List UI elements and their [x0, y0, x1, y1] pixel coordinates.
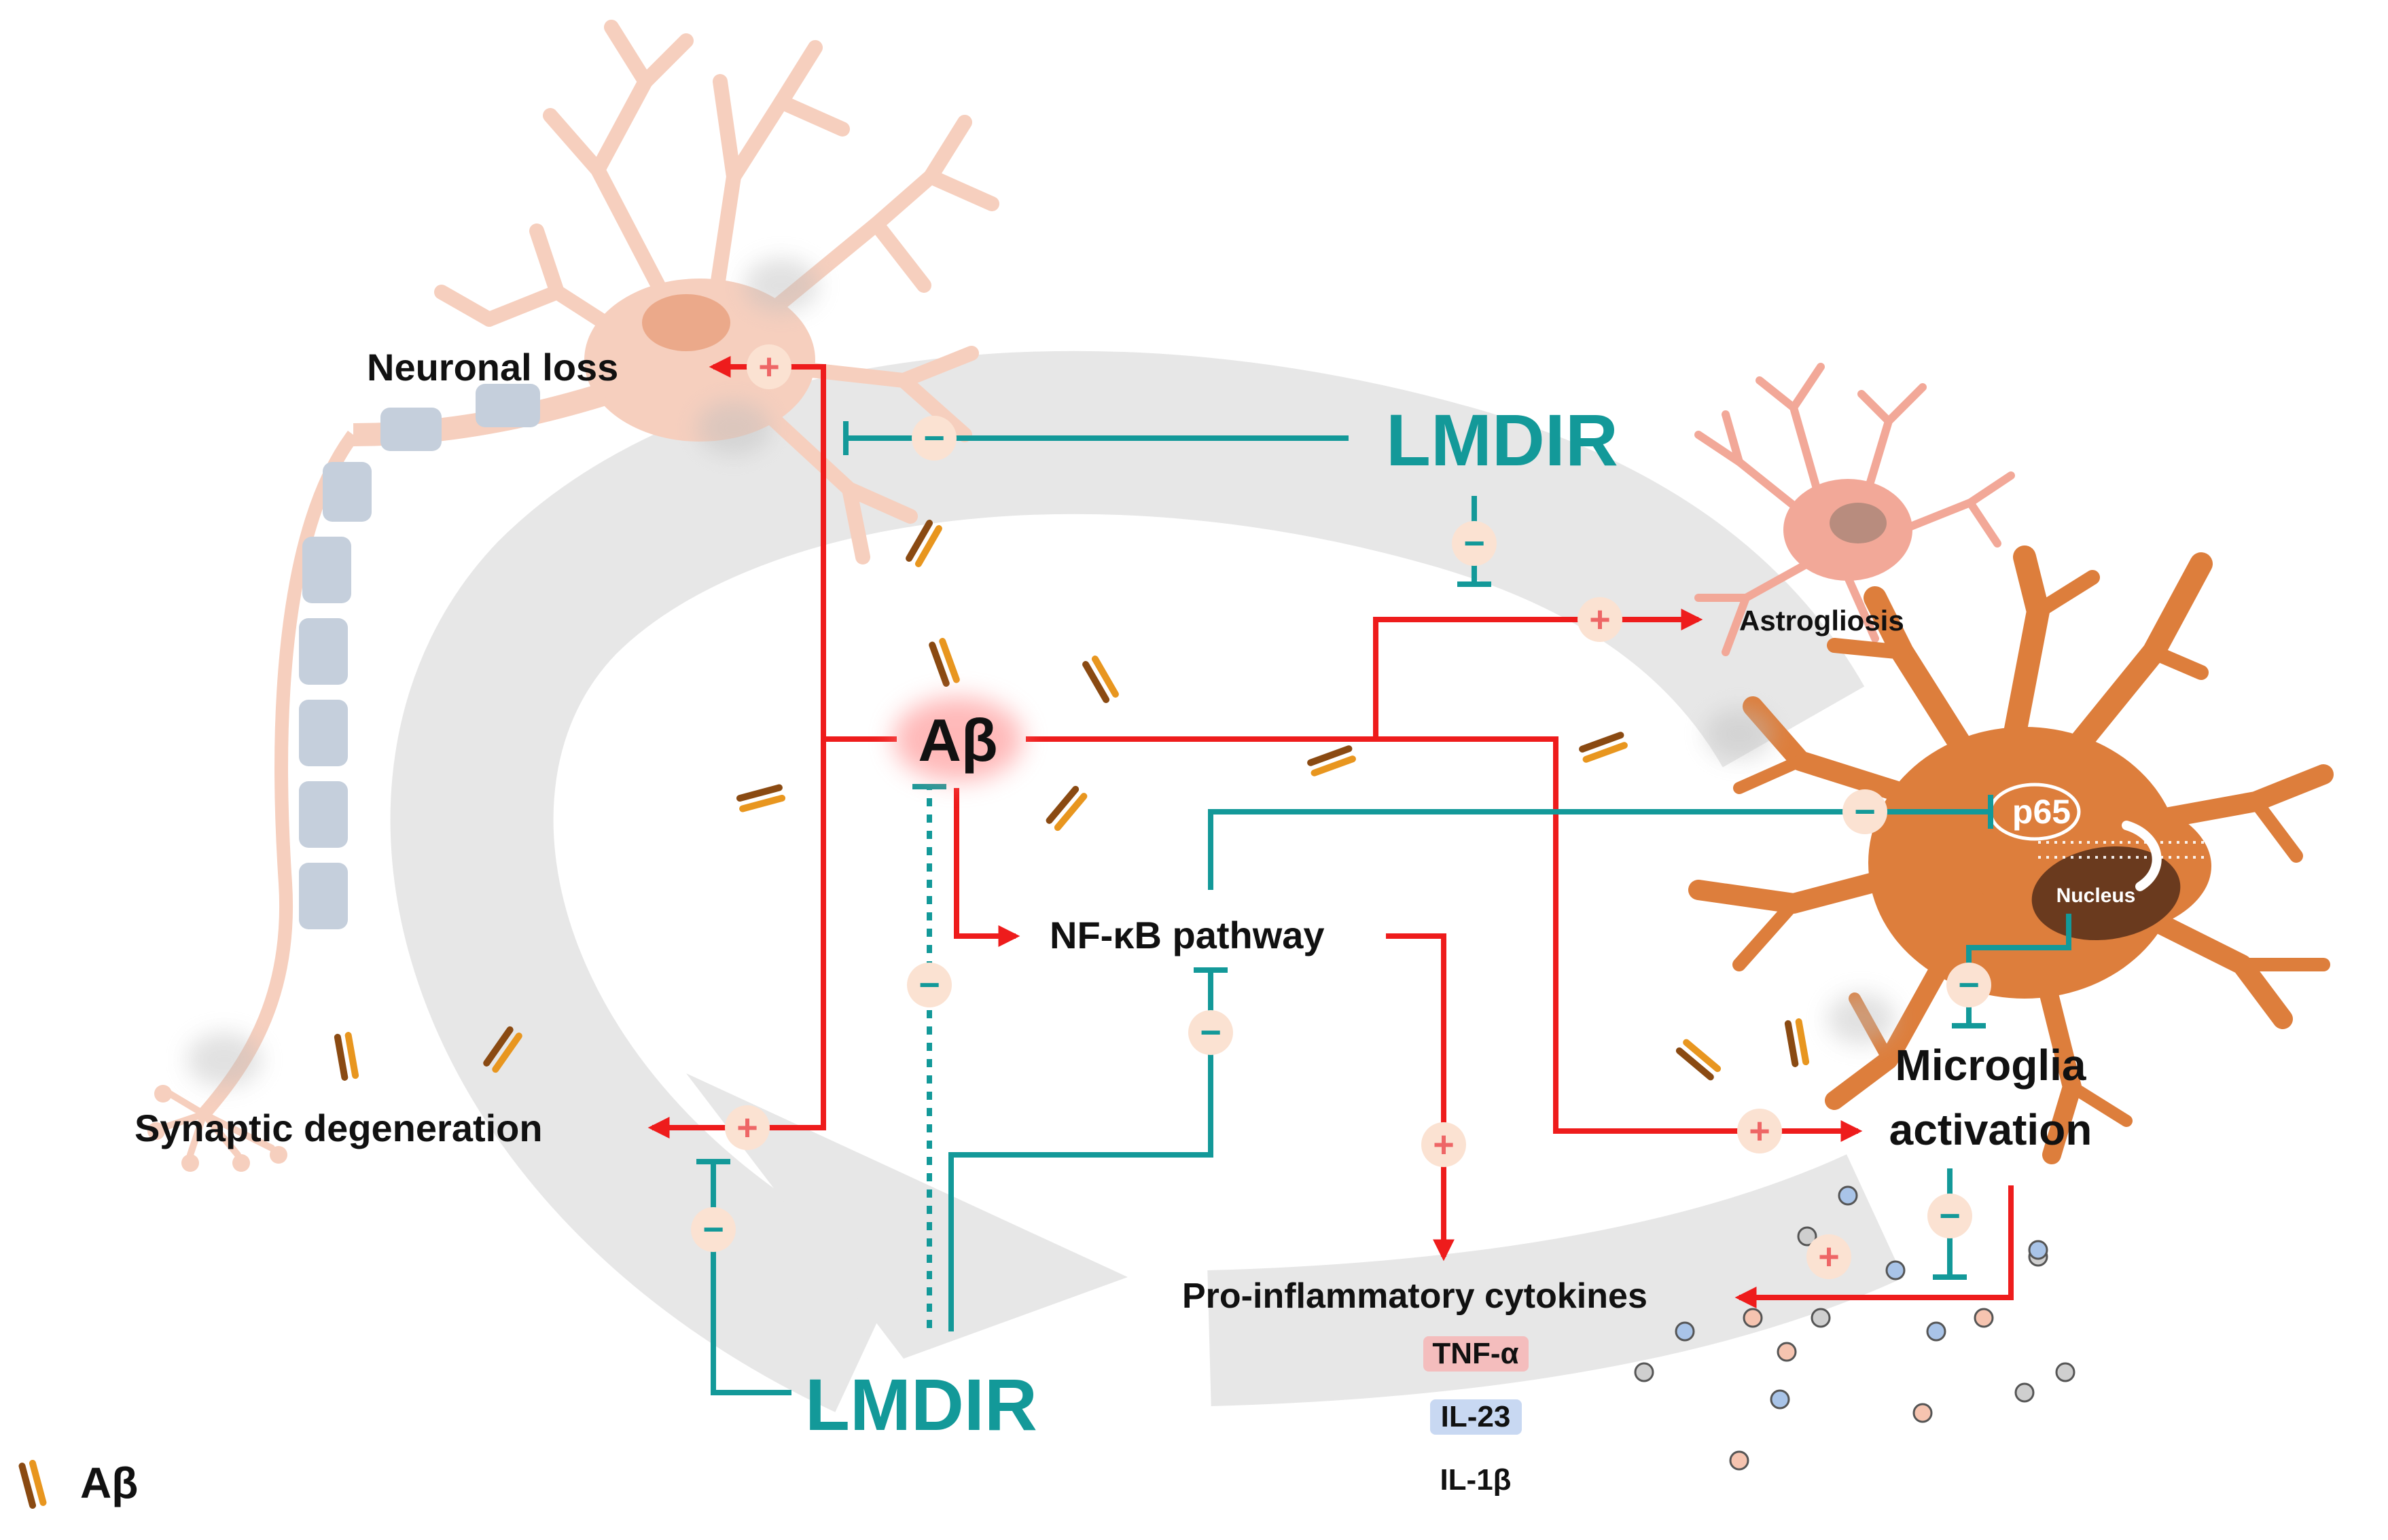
nucleus-label: Nucleus: [2056, 884, 2136, 907]
lmdir-bottom-label: LMDIR: [805, 1363, 1037, 1446]
p65-label: p65: [2012, 793, 2071, 831]
svg-text:−: −: [1200, 1012, 1222, 1053]
ab-center-node: Aβ: [893, 697, 1022, 781]
svg-text:+: +: [1589, 599, 1611, 640]
minus-sign: −: [1452, 521, 1497, 566]
ab-glyph: [1579, 732, 1628, 763]
plus-sign: +: [1578, 597, 1622, 642]
svg-text:−: −: [1463, 523, 1485, 564]
svg-text:+: +: [1818, 1236, 1840, 1277]
plus-sign: +: [1421, 1122, 1466, 1167]
ab-glyph: [1307, 745, 1356, 776]
svg-text:−: −: [919, 965, 940, 1005]
svg-text:−: −: [923, 418, 945, 459]
svg-text:+: +: [1433, 1124, 1455, 1165]
minus-sign: −: [1842, 789, 1887, 834]
amyloid-beta-glyphs: [334, 520, 1810, 1081]
ab-glyph: [483, 1026, 522, 1073]
minus-sign: −: [912, 416, 957, 461]
minus-sign: −: [691, 1207, 736, 1252]
ab-glyph: [929, 638, 960, 687]
cycle-arrow: [390, 351, 1904, 1412]
minus-sign: −: [1927, 1194, 1972, 1238]
neuronal-loss-label: Neuronal loss: [367, 346, 618, 389]
svg-text:−: −: [1958, 965, 1980, 1005]
cytokine-il-1beta: IL-1β: [1440, 1463, 1511, 1497]
synaptic-degeneration-label: Synaptic degeneration: [135, 1107, 543, 1149]
plus-sign: +: [1806, 1234, 1851, 1279]
ab-to-microglia-arrow: [1376, 736, 1863, 1142]
ab-glyph: [906, 520, 942, 567]
plus-signs: + + + + + +: [725, 344, 1851, 1279]
minus-signs: − − − − − − − −: [691, 416, 1991, 1252]
legend-ab-icon: [18, 1459, 47, 1509]
cytokines-title: Pro-inflammatory cytokines: [1182, 1276, 1647, 1316]
ab-glyph: [334, 1032, 359, 1081]
ab-to-nfkb-arrow: [954, 788, 1020, 947]
svg-text:−: −: [1854, 791, 1876, 832]
svg-text:+: +: [1749, 1111, 1770, 1151]
astrogliosis-label: Astrogliosis: [1739, 605, 1904, 637]
cytokine-il-23: IL-23: [1441, 1400, 1511, 1433]
minus-sign: −: [1188, 1010, 1233, 1055]
cytokine-list: TNF-α IL-23 IL-1β: [1423, 1336, 1529, 1497]
plus-sign: +: [747, 344, 791, 389]
minus-sign: −: [1946, 963, 1991, 1007]
neuron-illustration: [147, 20, 999, 1172]
microglia-activation-line2: activation: [1889, 1105, 2092, 1154]
ab-center-label: Aβ: [918, 706, 997, 774]
ab-glyph: [1082, 656, 1119, 703]
microglia-illustration: [1688, 545, 2334, 1164]
minus-sign: −: [907, 963, 952, 1007]
svg-text:−: −: [1939, 1196, 1961, 1236]
lmdir-inhibits-p65: [1208, 809, 1991, 890]
ab-glyph: [1046, 785, 1088, 831]
nfkb-label: NF-κB pathway: [1050, 914, 1325, 956]
ab-to-astrogliosis-arrow: [1026, 609, 1703, 742]
ab-glyph: [736, 784, 786, 812]
ab-to-synaptic-degeneration-arrow: [647, 739, 826, 1139]
plus-sign: +: [1737, 1109, 1782, 1153]
legend-ab-label: Aβ: [80, 1458, 138, 1507]
legend: Aβ: [18, 1458, 138, 1509]
svg-text:+: +: [758, 346, 780, 387]
ab-glyph: [1784, 1018, 1810, 1067]
plus-sign: +: [725, 1105, 770, 1150]
svg-text:−: −: [702, 1209, 724, 1250]
lmdir-top-label: LMDIR: [1386, 399, 1618, 481]
microglia-activation-line1: Microglia: [1895, 1041, 2086, 1090]
lmdir-inhibits-nfkb: [948, 971, 1213, 1331]
cytokine-tnf-alpha: TNF-α: [1432, 1337, 1518, 1370]
astrocyte-illustration: [1694, 363, 2015, 656]
ab-glyph: [1675, 1039, 1722, 1081]
nfkb-to-cytokines-arrow: [1386, 933, 1455, 1261]
microglia-to-cytokines-arrow: [1734, 1185, 2014, 1308]
svg-text:+: +: [736, 1107, 758, 1148]
